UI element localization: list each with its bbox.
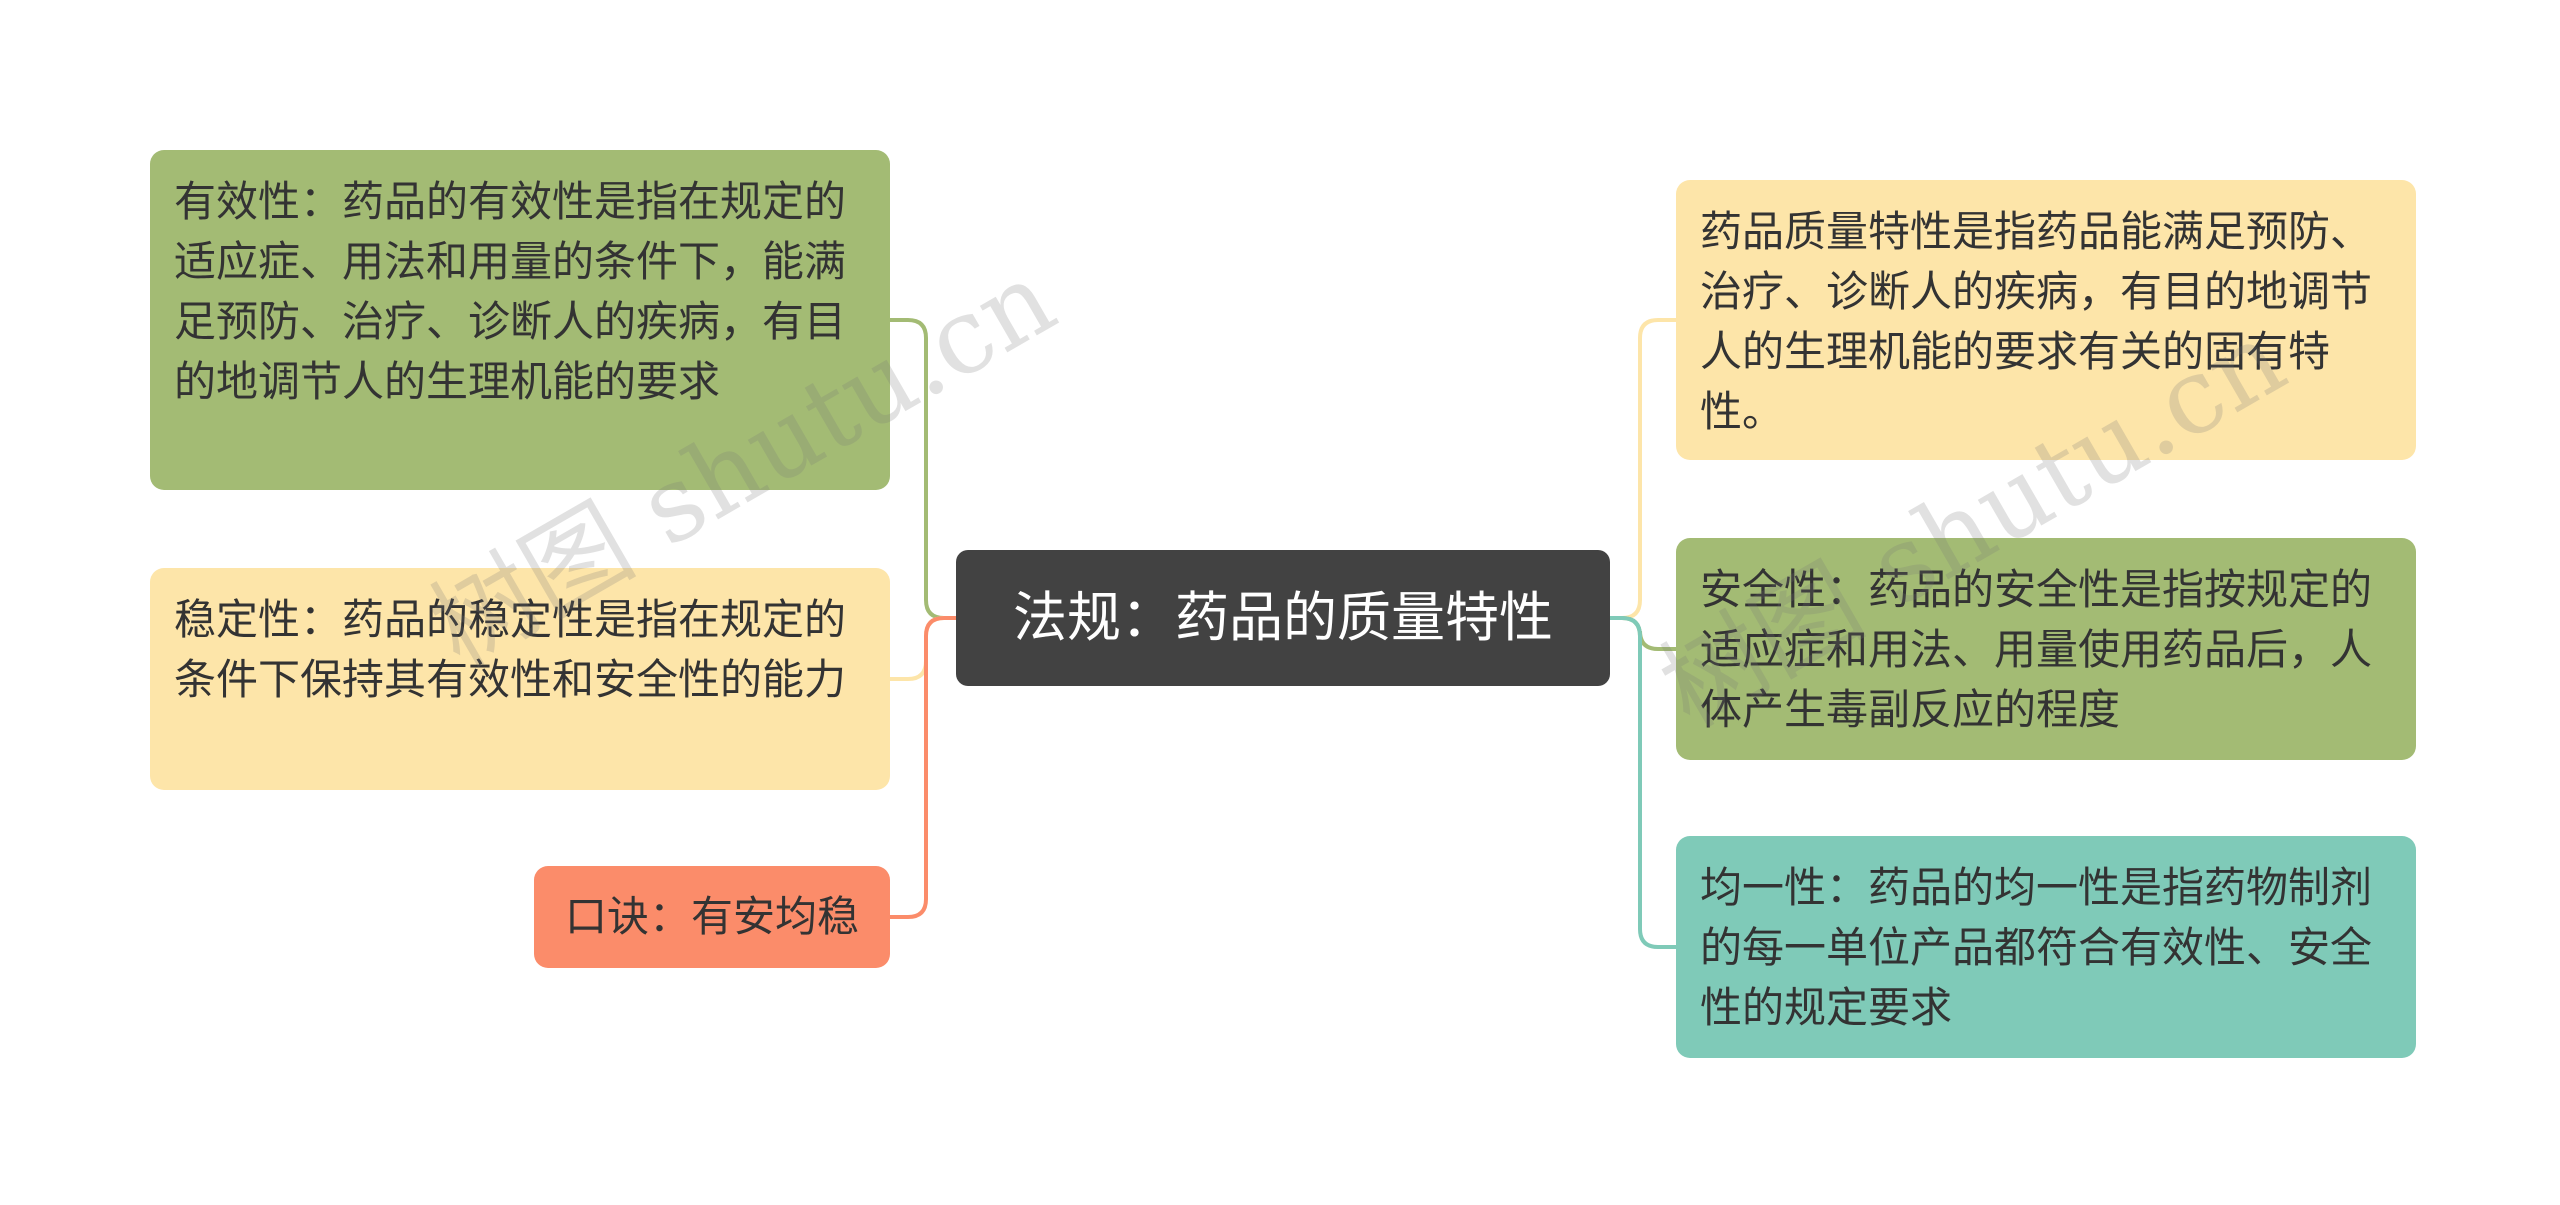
topic-stability[interactable]: 稳定性：药品的稳定性是指在规定的条件下保持其有效性和安全性的能力 <box>150 568 890 790</box>
right-connector-0 <box>1610 318 1676 620</box>
topic-mnemonic-text: 口诀：有安均稳 <box>564 892 859 941</box>
topic-uniformity[interactable]: 均一性：药品的均一性是指药物制剂的每一单位产品都符合有效性、安全性的规定要求 <box>1676 836 2416 1058</box>
central-topic-label: 法规：药品的质量特性 <box>1013 586 1553 649</box>
topic-effectiveness-text: 有效性：药品的有效性是指在规定的适应症、用法和用量的条件下，能满足预防、治疗、诊… <box>174 177 847 406</box>
topic-safety[interactable]: 安全性：药品的安全性是指按规定的适应症和用法、用量使用药品后，人体产生毒副反应的… <box>1676 538 2416 760</box>
central-topic[interactable]: 法规：药品的质量特性 <box>956 550 1610 686</box>
left-connector-0 <box>890 318 956 620</box>
right-connector-2 <box>1610 616 1676 949</box>
topic-definition[interactable]: 药品质量特性是指药品能满足预防、治疗、诊断人的疾病，有目的地调节人的生理机能的要… <box>1676 180 2416 460</box>
topic-effectiveness[interactable]: 有效性：药品的有效性是指在规定的适应症、用法和用量的条件下，能满足预防、治疗、诊… <box>150 150 890 490</box>
left-connector-2 <box>890 616 956 919</box>
topic-mnemonic[interactable]: 口诀：有安均稳 <box>534 866 890 968</box>
topic-stability-text: 稳定性：药品的稳定性是指在规定的条件下保持其有效性和安全性的能力 <box>174 595 847 704</box>
right-connector-1 <box>1610 616 1676 651</box>
left-connector-1 <box>890 616 956 681</box>
topic-definition-text: 药品质量特性是指药品能满足预防、治疗、诊断人的疾病，有目的地调节人的生理机能的要… <box>1700 207 2373 436</box>
topic-uniformity-text: 均一性：药品的均一性是指药物制剂的每一单位产品都符合有效性、安全性的规定要求 <box>1700 863 2373 1032</box>
topic-safety-text: 安全性：药品的安全性是指按规定的适应症和用法、用量使用药品后，人体产生毒副反应的… <box>1700 565 2373 734</box>
